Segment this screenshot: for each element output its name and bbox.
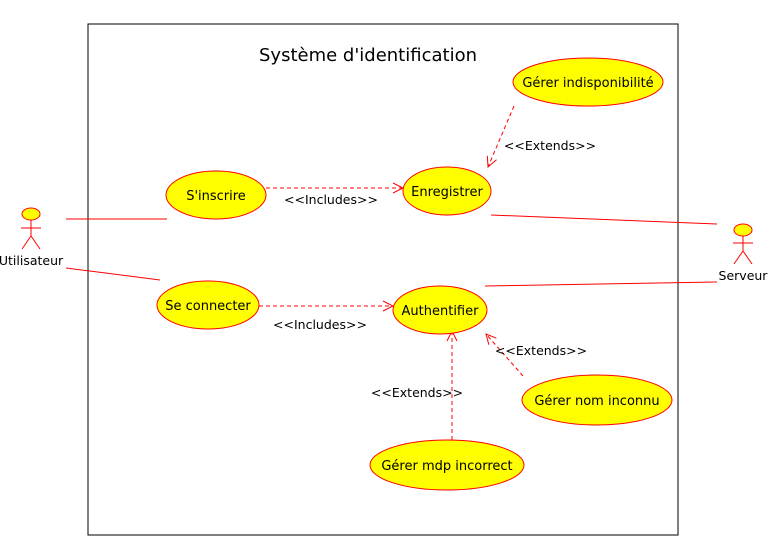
actor-head [21,207,41,221]
actor-head [733,223,753,237]
use-case-gerer-nom-inconnu: Gérer nom inconnu [521,374,673,426]
use-case-gerer-mdp-incorrect: Gérer mdp incorrect [369,439,525,491]
system-title: Système d'identification [259,45,477,66]
actor-utilisateur: Utilisateur [0,207,64,268]
use-case-gerer-indisponibilite: Gérer indisponibilité [512,57,664,107]
use-case-label: Enregistrer [411,185,483,200]
actor-label-utilisateur: Utilisateur [0,253,64,268]
use-case-authentifier: Authentifier [392,285,488,335]
includes-label-inscription: <<Includes>> [284,192,378,207]
use-case-enregistrer: Enregistrer [402,166,492,216]
includes-label-connexion: <<Includes>> [273,317,367,332]
extends-label-indispo: <<Extends>> [504,138,596,153]
assoc-enregistrer-server [490,214,718,225]
use-case-label: Gérer mdp incorrect [381,459,512,474]
extend-arrow-nom-authentifier [486,334,524,377]
extends-label-mdp: <<Extends>> [371,385,463,400]
use-case-se-connecter: Se connecter [156,280,260,330]
use-case-label: S'inscrire [186,189,246,204]
use-case-label: Gérer nom inconnu [534,394,659,409]
actor-label-serveur: Serveur [719,268,769,283]
use-case-label: Authentifier [402,304,480,319]
actor-serveur: Serveur [719,223,769,283]
assoc-authentifier-server [484,281,718,287]
assoc-user-seconnecter [65,267,161,281]
extends-label-nom: <<Extends>> [495,343,587,358]
use-case-sinscrire: S'inscrire [165,170,267,220]
use-case-label: Se connecter [165,299,251,314]
system-boundary [87,23,679,536]
use-case-label: Gérer indisponibilité [522,76,653,91]
